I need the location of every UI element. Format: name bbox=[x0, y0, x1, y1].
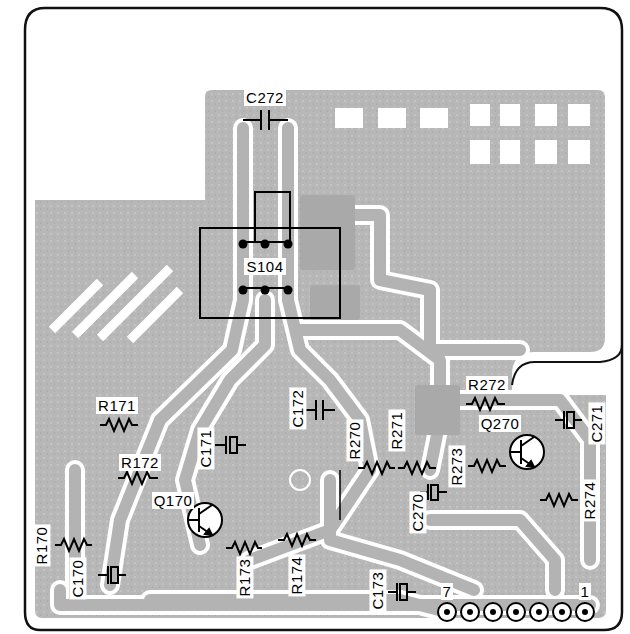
component-designator: R272 bbox=[466, 376, 508, 393]
component-designator: C170 bbox=[69, 557, 86, 599]
component-designator: R174 bbox=[288, 554, 305, 596]
component-designator: Q270 bbox=[479, 415, 522, 432]
component-designator: R170 bbox=[33, 524, 50, 566]
component-designator: S104 bbox=[244, 258, 285, 275]
component-designator: R274 bbox=[581, 479, 598, 521]
component-designator: R273 bbox=[448, 445, 465, 487]
component-designator: C272 bbox=[244, 89, 286, 106]
component-designator: R171 bbox=[96, 397, 138, 414]
component-designator: C172 bbox=[289, 387, 306, 429]
pin-number: 1 bbox=[579, 583, 592, 600]
component-designator: C271 bbox=[588, 402, 605, 444]
component-designator: C270 bbox=[409, 491, 426, 533]
component-designator: Q170 bbox=[152, 492, 195, 509]
component-designator: R271 bbox=[388, 409, 405, 451]
component-designator: R172 bbox=[119, 454, 161, 471]
pin-number: 7 bbox=[441, 583, 454, 600]
component-designator: R173 bbox=[236, 556, 253, 598]
component-designator: C171 bbox=[197, 427, 214, 469]
component-designator: C173 bbox=[369, 569, 386, 611]
component-designator: R270 bbox=[346, 419, 363, 461]
